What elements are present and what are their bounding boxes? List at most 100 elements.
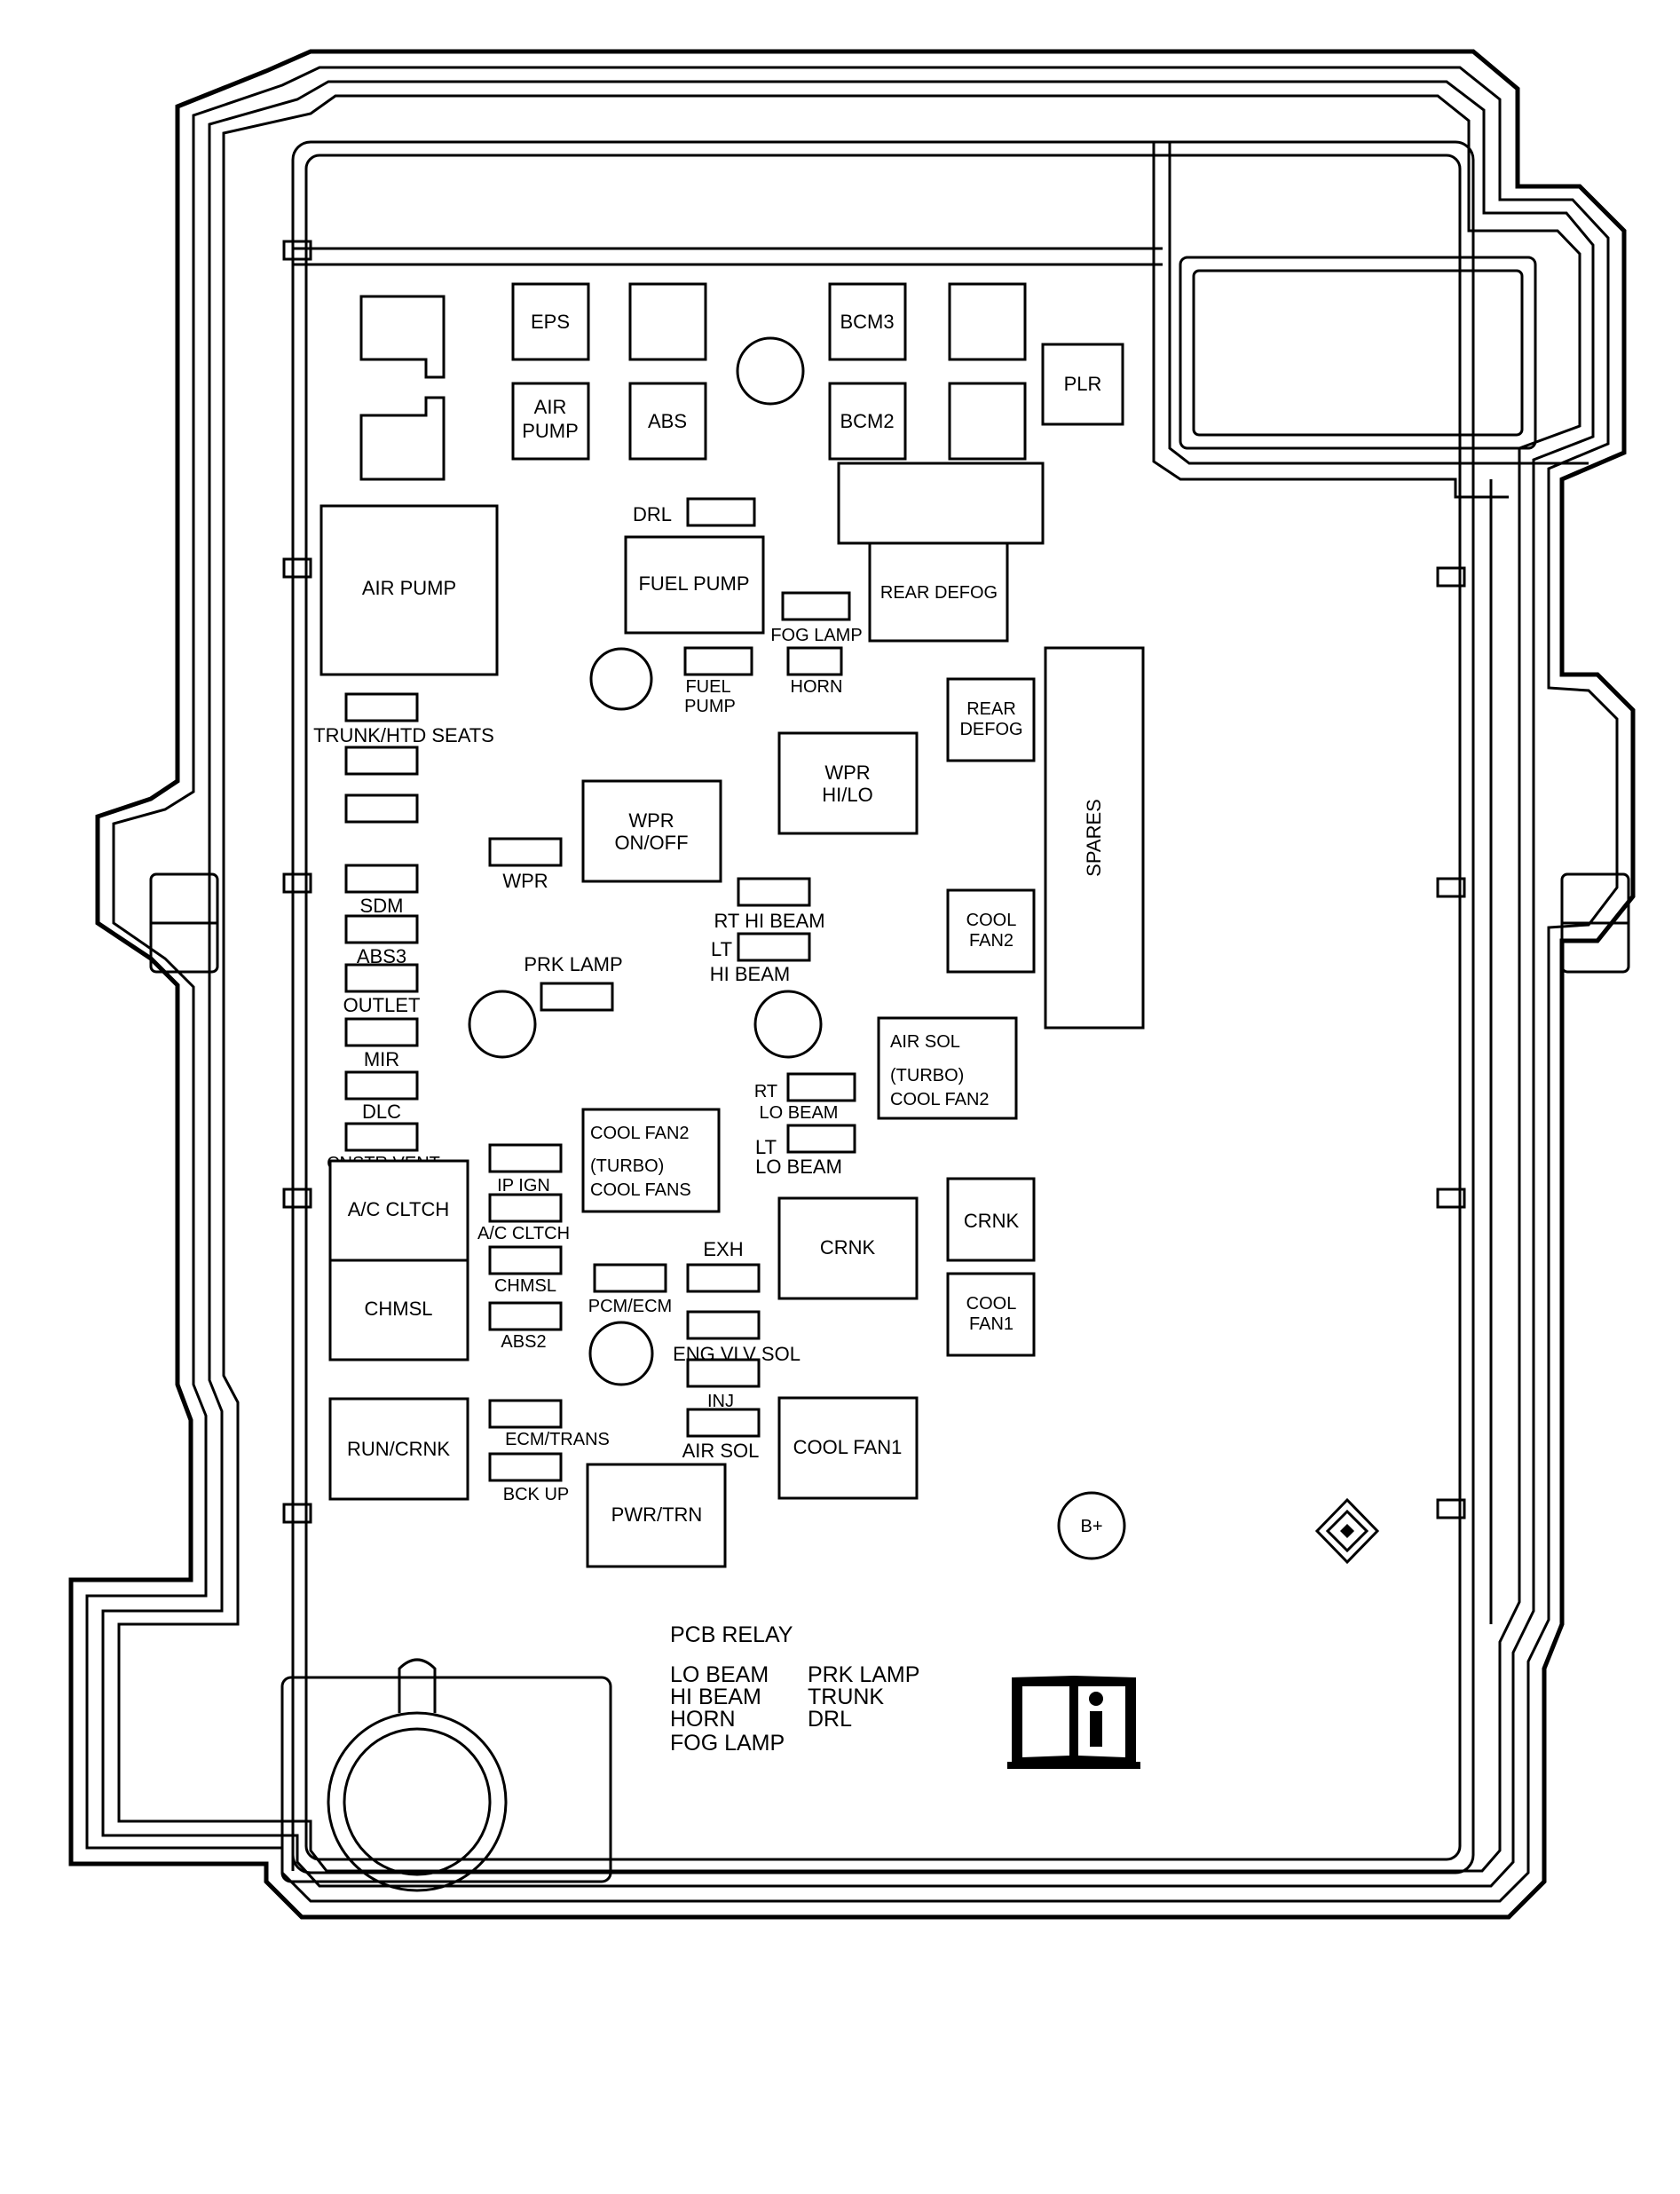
fuse-dlc: DLC (344, 1070, 419, 1123)
relay-rear-defog-large: REAR DEFOG (837, 462, 1045, 643)
relay-wpr-on-off: WPR ON/OFF (581, 779, 722, 883)
fuse-chmsl: CHMSL (488, 1245, 563, 1296)
fuse-horn-label: HORN (791, 677, 843, 697)
fuse-exh-label: EXH (703, 1238, 743, 1260)
legend-col1-item4: FOG LAMP (670, 1731, 785, 1756)
relay-run-crnk-label: RUN/CRNK (347, 1438, 450, 1460)
relay-air-sol-box-line2: (TURBO) (890, 1066, 964, 1085)
relay-cool-fan1-small-line1: COOL (966, 1294, 1017, 1314)
relay-cool-fan2-box-line2: (TURBO) (590, 1156, 664, 1176)
relay-air-pump-small-line1: AIR (534, 396, 567, 418)
fuse-outlet-label: OUTLET (343, 994, 421, 1016)
relay-crnk-center-label: CRNK (820, 1236, 876, 1259)
fuse-eng-vlv-sol: ENG VLV SOL (673, 1310, 801, 1365)
spares-label: SPARES (1083, 799, 1105, 877)
b-plus-label: B+ (1080, 1517, 1102, 1536)
relay-cool-fan2-box: COOL FAN2 (TURBO) COOL FANS (581, 1108, 721, 1213)
b-plus-terminal: B+ (1057, 1491, 1126, 1560)
fuse-wpr-label: WPR (502, 870, 548, 892)
round-socket-top (736, 336, 805, 406)
diamond-marker-icon (1314, 1497, 1380, 1565)
info-book-icon (1007, 1676, 1140, 1769)
fuse-air-sol-label: AIR SOL (682, 1440, 760, 1462)
legend-col1-item3: HORN (670, 1707, 736, 1732)
relay-abs: ABS (628, 382, 707, 461)
fuse-lt-lo-beam-line1: LT (755, 1136, 777, 1158)
relay-cool-fan1-small-line2: FAN1 (969, 1314, 1014, 1334)
fuse-inj: INJ (686, 1358, 761, 1411)
round-socket-lower (588, 1321, 654, 1386)
pcb-relay-legend: PCB RELAY LO BEAM HI BEAM HORN FOG LAMP … (670, 1622, 919, 1756)
fuse-ip-ign: IP IGN (488, 1143, 563, 1196)
fuse-prk-lamp: PRK LAMP (524, 953, 623, 1012)
mounting-tabs (282, 240, 1466, 1524)
fuse-unlabeled-left-2 (344, 793, 419, 824)
fuse-fog-lamp-label: FOG LAMP (770, 626, 862, 645)
fuse-ecm-trans-label: ECM/TRANS (505, 1430, 610, 1449)
fuse-lt-lo-beam: LT LO BEAM (755, 1124, 856, 1178)
fuse-mir: MIR (344, 1017, 419, 1070)
fuse-ac-cltch-label: A/C CLTCH (477, 1224, 570, 1243)
fuse-pcm-ecm: PCM/ECM (588, 1263, 672, 1316)
relay-air-sol-box-line3: COOL FAN2 (890, 1090, 990, 1109)
relay-crnk-center: CRNK (777, 1196, 919, 1300)
round-socket-right (753, 990, 823, 1059)
relay-wpr-hi-lo-line1: WPR (824, 762, 870, 784)
fuse-ecm-trans: ECM/TRANS (488, 1399, 610, 1449)
fuse-prk-lamp-label: PRK LAMP (524, 953, 622, 975)
fuse-drl-label: DRL (633, 503, 672, 525)
fuse-mir-label: MIR (364, 1048, 399, 1070)
relay-bcm2-label: BCM2 (840, 410, 894, 432)
relay-run-crnk: RUN/CRNK (328, 1397, 469, 1501)
fuse-lt-lo-beam-line2: LO BEAM (755, 1156, 842, 1178)
fuse-horn: HORN (786, 646, 843, 697)
relay-bcm3-label: BCM3 (840, 311, 894, 333)
fuse-chmsl-label: CHMSL (494, 1276, 556, 1296)
fuse-rt-hi-beam: RT HI BEAM (714, 877, 825, 932)
relay-bcm3: BCM3 (828, 282, 907, 361)
fuse-wpr: WPR (488, 837, 563, 892)
relay-pwr-trn-label: PWR/TRN (611, 1503, 703, 1526)
relay-cool-fan2-small-line1: COOL (966, 911, 1017, 930)
relay-cool-fan1-label: COOL FAN1 (793, 1436, 903, 1458)
fuse-sdm-label: SDM (360, 895, 404, 917)
fuse-dlc-label: DLC (362, 1101, 401, 1123)
fuse-drl: DRL (633, 497, 756, 527)
fuse-lt-hi-beam-line1: LT (711, 938, 732, 960)
fuse-ac-cltch: A/C CLTCH (477, 1193, 570, 1243)
fuse-outlet: OUTLET (343, 963, 421, 1016)
fuse-lt-hi-beam: LT HI BEAM (710, 932, 811, 985)
relay-cool-fan1: COOL FAN1 (777, 1396, 919, 1500)
fuse-abs2: ABS2 (488, 1301, 563, 1352)
fuse-exh: EXH (686, 1238, 761, 1293)
fuse-abs2-label: ABS2 (501, 1332, 546, 1352)
relay-abs-label: ABS (648, 410, 687, 432)
round-socket-middle (589, 647, 653, 711)
fuse-bck-up: BCK UP (488, 1452, 569, 1504)
fuse-trunk-htd-seats-label: TRUNK/HTD SEATS (313, 724, 494, 746)
relay-rear-defog-large-label: REAR DEFOG (880, 583, 998, 603)
unlabeled-connector-bottom (359, 396, 446, 481)
relay-cool-fan2-box-line1: COOL FAN2 (590, 1124, 690, 1143)
fuse-bck-up-label: BCK UP (503, 1485, 569, 1504)
fuse-pcm-ecm-label: PCM/ECM (588, 1297, 672, 1316)
relay-eps: EPS (511, 282, 590, 361)
fuse-abs3: ABS3 (344, 914, 419, 967)
fuse-fuel-pump-line2: PUMP (684, 697, 736, 716)
relay-rear-defog-small-line2: DEFOG (959, 720, 1022, 739)
relay-ac-cltch: A/C CLTCH (328, 1159, 469, 1262)
relay-rear-defog-small-line1: REAR (966, 699, 1016, 719)
relay-crnk-right: CRNK (946, 1177, 1036, 1262)
round-socket-left (468, 990, 537, 1059)
relay-air-sol-box: AIR SOL (TURBO) COOL FAN2 (877, 1016, 1018, 1120)
relay-air-pump-small: AIR PUMP (511, 382, 590, 461)
fuse-rt-hi-beam-label: RT HI BEAM (714, 910, 824, 932)
fuse-inj-label: INJ (707, 1392, 734, 1411)
legend-col2-item1: PRK LAMP (808, 1662, 919, 1687)
fuse-fuel-pump: FUEL PUMP (683, 646, 753, 716)
fuse-rt-lo-beam-line1: RT (754, 1082, 777, 1101)
fuse-rt-lo-beam: RT LO BEAM (754, 1072, 856, 1123)
relay-unlabeled-2 (948, 282, 1027, 361)
relay-cool-fan2-small: COOL FAN2 (946, 888, 1036, 974)
